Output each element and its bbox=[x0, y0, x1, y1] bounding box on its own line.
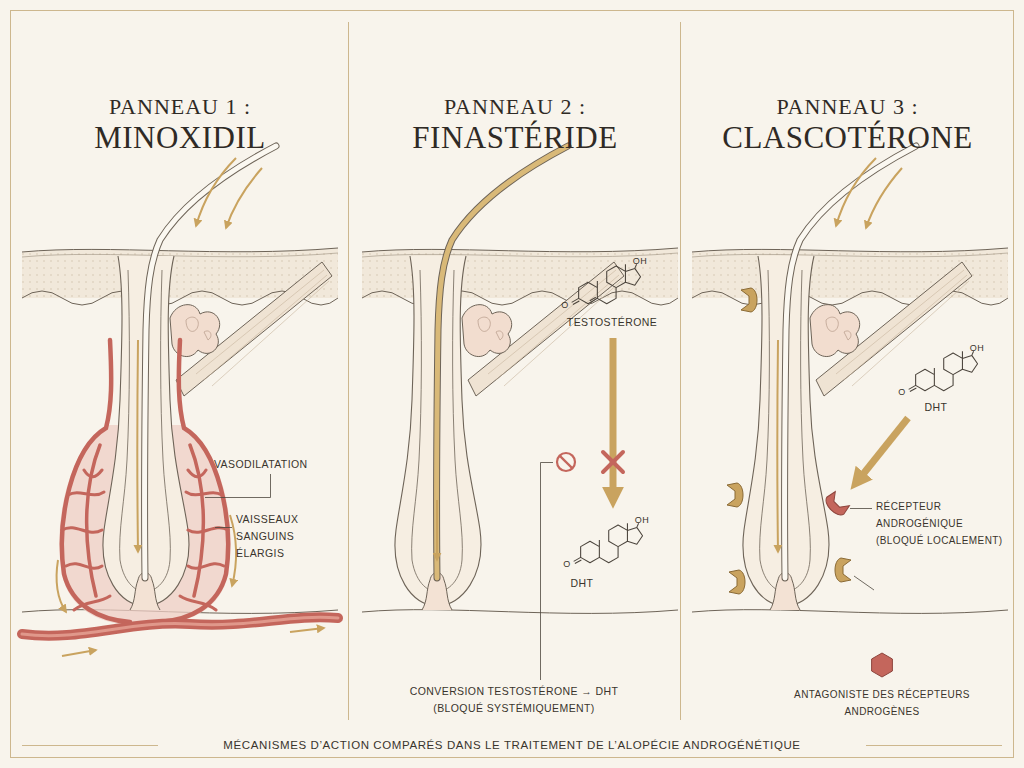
molecule-label: DHT bbox=[916, 400, 956, 415]
flow-arrow bbox=[136, 340, 139, 552]
flow-arrow bbox=[776, 340, 779, 552]
callout-label: ANTAGONISTE DES RÉCEPTEURS ANDROGÈNES bbox=[794, 686, 970, 720]
outer-frame bbox=[11, 11, 1014, 758]
blood-vessel bbox=[160, 340, 228, 622]
flow-arrow bbox=[436, 500, 438, 560]
panel-band: PANNEAU 1 :MINOXIDIL bbox=[12, 86, 348, 720]
mechanism-note: CONVERSION TESTOSTÉRONE → DHT (BLOQUÉ SY… bbox=[389, 683, 639, 717]
vessel-highlight bbox=[22, 617, 338, 635]
blood-vessel bbox=[87, 445, 100, 596]
panel-number: PANNEAU 3 : bbox=[681, 94, 1014, 120]
atom-label: O bbox=[894, 386, 910, 398]
skin-layers bbox=[362, 248, 678, 613]
blocked-receptor bbox=[823, 490, 851, 518]
androgen-receptor bbox=[729, 570, 745, 594]
flow-arrow bbox=[866, 168, 902, 228]
panel-band: PANNEAU 3 :CLASCOTÉRONE bbox=[681, 86, 1014, 720]
hair-follicle bbox=[395, 256, 624, 610]
callout-label: RÉCEPTEUR ANDROGÉNIQUE (BLOQUÉ LOCALEMEN… bbox=[876, 498, 1012, 549]
dht-molecule bbox=[909, 351, 978, 391]
dht-molecule bbox=[574, 523, 643, 563]
hair-shaft-core bbox=[785, 146, 916, 578]
androgen-receptor bbox=[835, 558, 851, 582]
atom-label: O bbox=[559, 558, 575, 570]
atom-label: OH bbox=[965, 342, 989, 354]
atom-label: OH bbox=[628, 255, 652, 267]
skin-layers bbox=[692, 248, 1008, 613]
flow-arrows bbox=[777, 158, 902, 552]
antagonist-hexagon bbox=[872, 653, 893, 677]
flow-arrow bbox=[230, 515, 236, 586]
testosterone-molecule bbox=[572, 264, 641, 304]
molecule-label: DHT bbox=[562, 576, 602, 591]
atom-label: OH bbox=[630, 514, 654, 526]
blood-vessel bbox=[62, 340, 130, 622]
molecule-label: TESTOSTÉRONE bbox=[552, 315, 672, 330]
prohibit-sign bbox=[557, 453, 575, 471]
atom-label: O bbox=[557, 299, 573, 311]
drug-name: CLASCOTÉRONE bbox=[681, 120, 1014, 156]
hair-follicle bbox=[103, 256, 332, 610]
flow-arrow bbox=[56, 560, 66, 612]
androgen-receptor bbox=[741, 288, 757, 312]
androgen-receptor bbox=[727, 483, 743, 507]
hair-follicle bbox=[743, 256, 972, 610]
flow-arrow bbox=[226, 168, 262, 228]
hair-shaft-core bbox=[437, 146, 568, 578]
panel-number: PANNEAU 1 : bbox=[12, 94, 348, 120]
block-cross bbox=[603, 452, 623, 472]
blood-vessels bbox=[22, 340, 338, 636]
leader-line bbox=[541, 463, 554, 681]
figure-caption: MÉCANISMES D’ACTION COMPARÉS DANS LE TRA… bbox=[0, 737, 1024, 753]
drug-name: MINOXIDIL bbox=[12, 120, 348, 156]
panel-band: PANNEAU 2 :FINASTÉRIDE bbox=[349, 86, 681, 720]
drug-name: FINASTÉRIDE bbox=[349, 120, 681, 156]
double-bond bbox=[590, 297, 596, 300]
leader-line bbox=[850, 509, 874, 591]
panel-number: PANNEAU 2 : bbox=[349, 94, 681, 120]
main-vessel bbox=[22, 617, 338, 635]
capillary-mesh bbox=[180, 470, 228, 610]
binding-arrow bbox=[856, 418, 908, 483]
prohibit-bar bbox=[560, 456, 573, 469]
flow-arrow bbox=[62, 650, 96, 656]
conversion-arrow bbox=[610, 338, 617, 500]
flow-arrows bbox=[56, 158, 324, 656]
callout-label: VASODILATATION bbox=[214, 456, 334, 473]
hair-shaft bbox=[785, 146, 916, 578]
capillary-mesh bbox=[62, 470, 110, 610]
callout-label: VAISSEAUX SANGUINS ÉLARGIS bbox=[236, 511, 316, 562]
hair-shaft bbox=[437, 146, 568, 578]
panel-divider bbox=[349, 22, 681, 720]
blood-vessel bbox=[190, 445, 203, 596]
flow-arrow bbox=[290, 628, 324, 632]
